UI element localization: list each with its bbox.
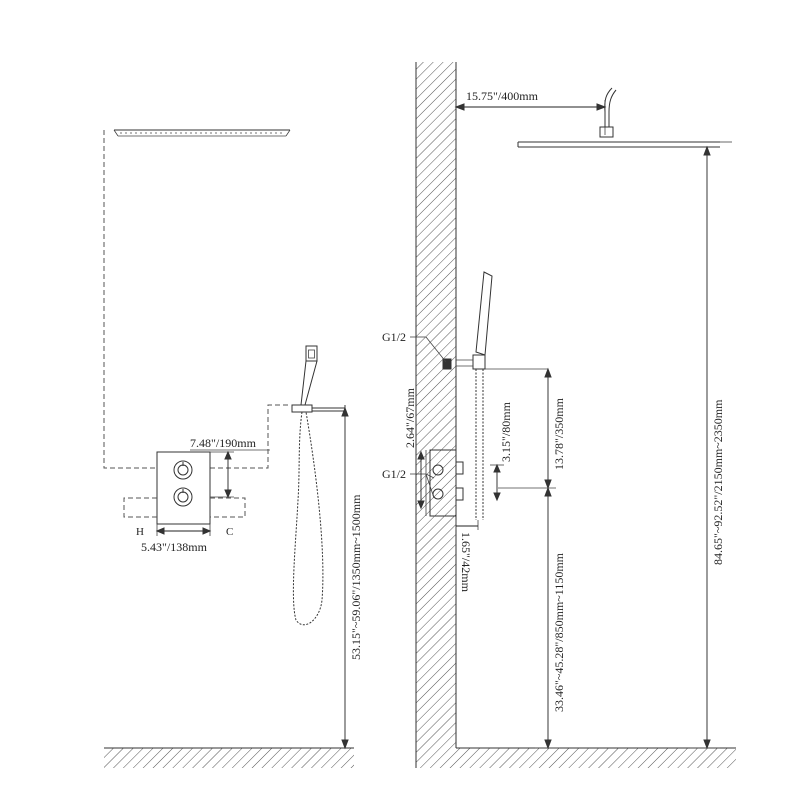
depth-42-label: 1.65"/42mm xyxy=(459,532,473,593)
spacing-80-label: 3.15"/80mm xyxy=(499,401,513,462)
hot-label: H xyxy=(136,526,144,538)
spacing-80-dimension xyxy=(490,463,504,502)
hand-shower xyxy=(291,345,345,626)
valve-width-dimension xyxy=(155,524,212,536)
valve-side xyxy=(425,449,464,517)
valve-height-label: 7.48"/190mm xyxy=(190,436,257,450)
holder-height-label: 53.15"~59.06"/1350mm~1500mm xyxy=(349,494,363,660)
front-floor-hatch xyxy=(104,748,354,768)
spacing-67-dimension xyxy=(417,450,425,510)
spacing-67-label: 2.64"/67mm xyxy=(403,387,417,448)
spacing-350-dimension xyxy=(498,367,556,490)
thermostatic-valve-plate xyxy=(156,451,211,525)
concealed-pipe xyxy=(103,130,157,469)
cold-label: C xyxy=(226,526,233,538)
rain-shower-head xyxy=(113,129,291,137)
spacing-350-label: 13.78"/350mm xyxy=(552,397,566,470)
head-floor-label: 84.65"~92.52"/2150mm~2350mm xyxy=(711,399,725,565)
head-floor-dimension xyxy=(690,145,720,750)
arm-length-label: 15.75"/400mm xyxy=(466,89,539,103)
holder-height-dimension xyxy=(341,405,349,750)
thread-lower-label: G1/2 xyxy=(382,467,406,481)
valve-floor-label: 33.46"~45.28"/850mm~1150mm xyxy=(552,552,566,712)
wall-hatch xyxy=(416,62,456,768)
valve-height-dimension xyxy=(210,450,234,499)
shower-head-side xyxy=(517,87,732,148)
depth-42-dimension xyxy=(455,520,479,530)
valve-floor-dimension xyxy=(535,486,560,750)
side-view: 15.75"/400mm 84.65"~92.52"/2150mm~2350mm xyxy=(382,62,736,768)
thread-upper-label: G1/2 xyxy=(382,330,406,344)
hand-shower-side xyxy=(442,271,548,520)
side-floor-hatch xyxy=(456,748,736,768)
arm-length-dimension xyxy=(454,100,607,135)
front-view: 7.48"/190mm H C 5.43"/138mm xyxy=(103,129,363,768)
valve-width-label: 5.43"/138mm xyxy=(141,540,208,554)
